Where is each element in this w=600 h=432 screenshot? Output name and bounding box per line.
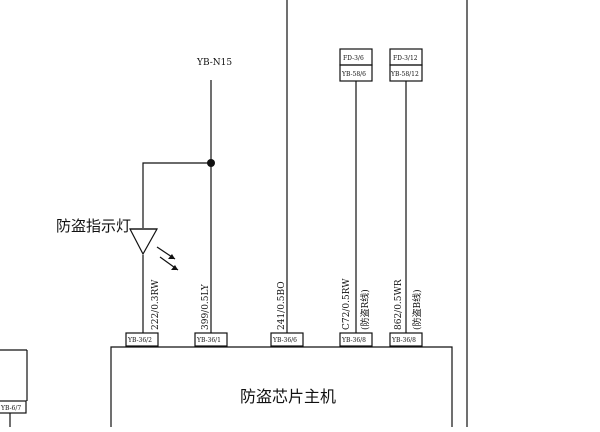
wire-222 [142,162,211,228]
wire-5-label: 862/0.5WR [394,279,404,330]
wire-1-label: 222/0.3RW [151,279,161,330]
wire-5-note: (防盗B线) [411,289,423,330]
left-connector-box [0,400,27,414]
led-ray-arrow-2 [171,265,178,270]
top-connector-label: YB-N15 [196,58,232,68]
fuse-1-top-label: FD-3/6 [343,55,364,62]
wire-4-note: (防盗R线) [359,289,371,330]
wire-4-label: C72/0.5RW [342,278,352,330]
led-symbol [129,228,159,256]
pin-2-label: YB-36/1 [196,337,221,344]
wire-3-label: 241/0.5BO [277,281,287,330]
led-ray-arrow-1 [168,254,175,259]
fuse-2-bottom-label: YB-58/12 [390,71,419,78]
wire-2-label: 399/0.5LY [201,283,211,330]
indicator-label: 防盗指示灯 [56,217,131,235]
module-label: 防盗芯片主机 [240,387,336,406]
fuse-1-bottom-label: YB-58/6 [341,71,366,78]
pin-3-label: YB-36/6 [272,337,297,344]
pin-5-label: YB-36/8 [391,337,416,344]
left-connector-label: YB-6/7 [0,405,21,412]
pin-box-1 [125,332,159,347]
module-box [110,346,453,427]
fuse-2-top-label: FD-3/12 [393,55,418,62]
junction-dot [207,159,215,167]
pin-1-label: YB-36/2 [127,337,152,344]
pin-4-label: YB-36/8 [341,337,366,344]
pin-box-3 [270,332,304,347]
